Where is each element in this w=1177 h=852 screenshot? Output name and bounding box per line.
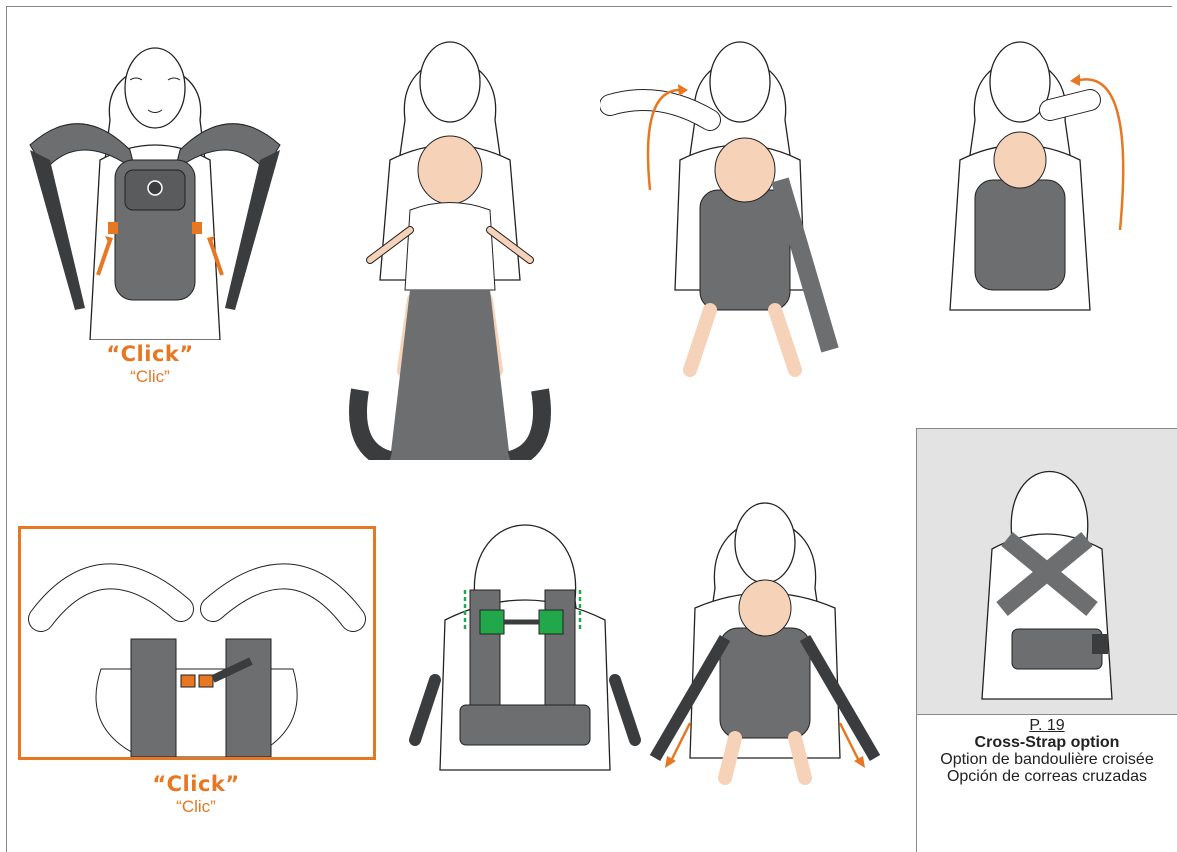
step-back-buckle-illustration bbox=[405, 480, 645, 780]
step-arm-through-strap-illustration bbox=[600, 10, 840, 390]
option-title-fr: Option de bandoulière croisée bbox=[917, 751, 1177, 768]
cross-strap-illustration bbox=[916, 428, 1177, 714]
click-caption-bottom: “Click” “Clic” bbox=[136, 772, 256, 817]
cross-strap-caption: P. 19 Cross-Strap option Option de bando… bbox=[916, 714, 1177, 852]
option-title-en: Cross-Strap option bbox=[917, 734, 1177, 751]
option-title-es: Opción de correas cruzadas bbox=[917, 768, 1177, 785]
step-seat-baby-illustration bbox=[330, 10, 570, 460]
click-label-en: “Click” bbox=[136, 772, 256, 796]
step-tighten-straps-illustration bbox=[625, 478, 895, 788]
step-second-arm-illustration bbox=[930, 10, 1165, 370]
click-label-fr: “Clic” bbox=[136, 797, 256, 817]
step-attach-straps-illustration bbox=[10, 10, 300, 340]
cross-strap-option-box: P. 19 Cross-Strap option Option de bando… bbox=[916, 428, 1177, 852]
click-label-fr: “Clic” bbox=[90, 367, 210, 387]
page-reference-link[interactable]: P. 19 bbox=[917, 717, 1177, 734]
chest-buckle-inset bbox=[18, 526, 376, 760]
click-caption-top: “Click” “Clic” bbox=[90, 342, 210, 387]
click-label-en: “Click” bbox=[90, 342, 210, 366]
